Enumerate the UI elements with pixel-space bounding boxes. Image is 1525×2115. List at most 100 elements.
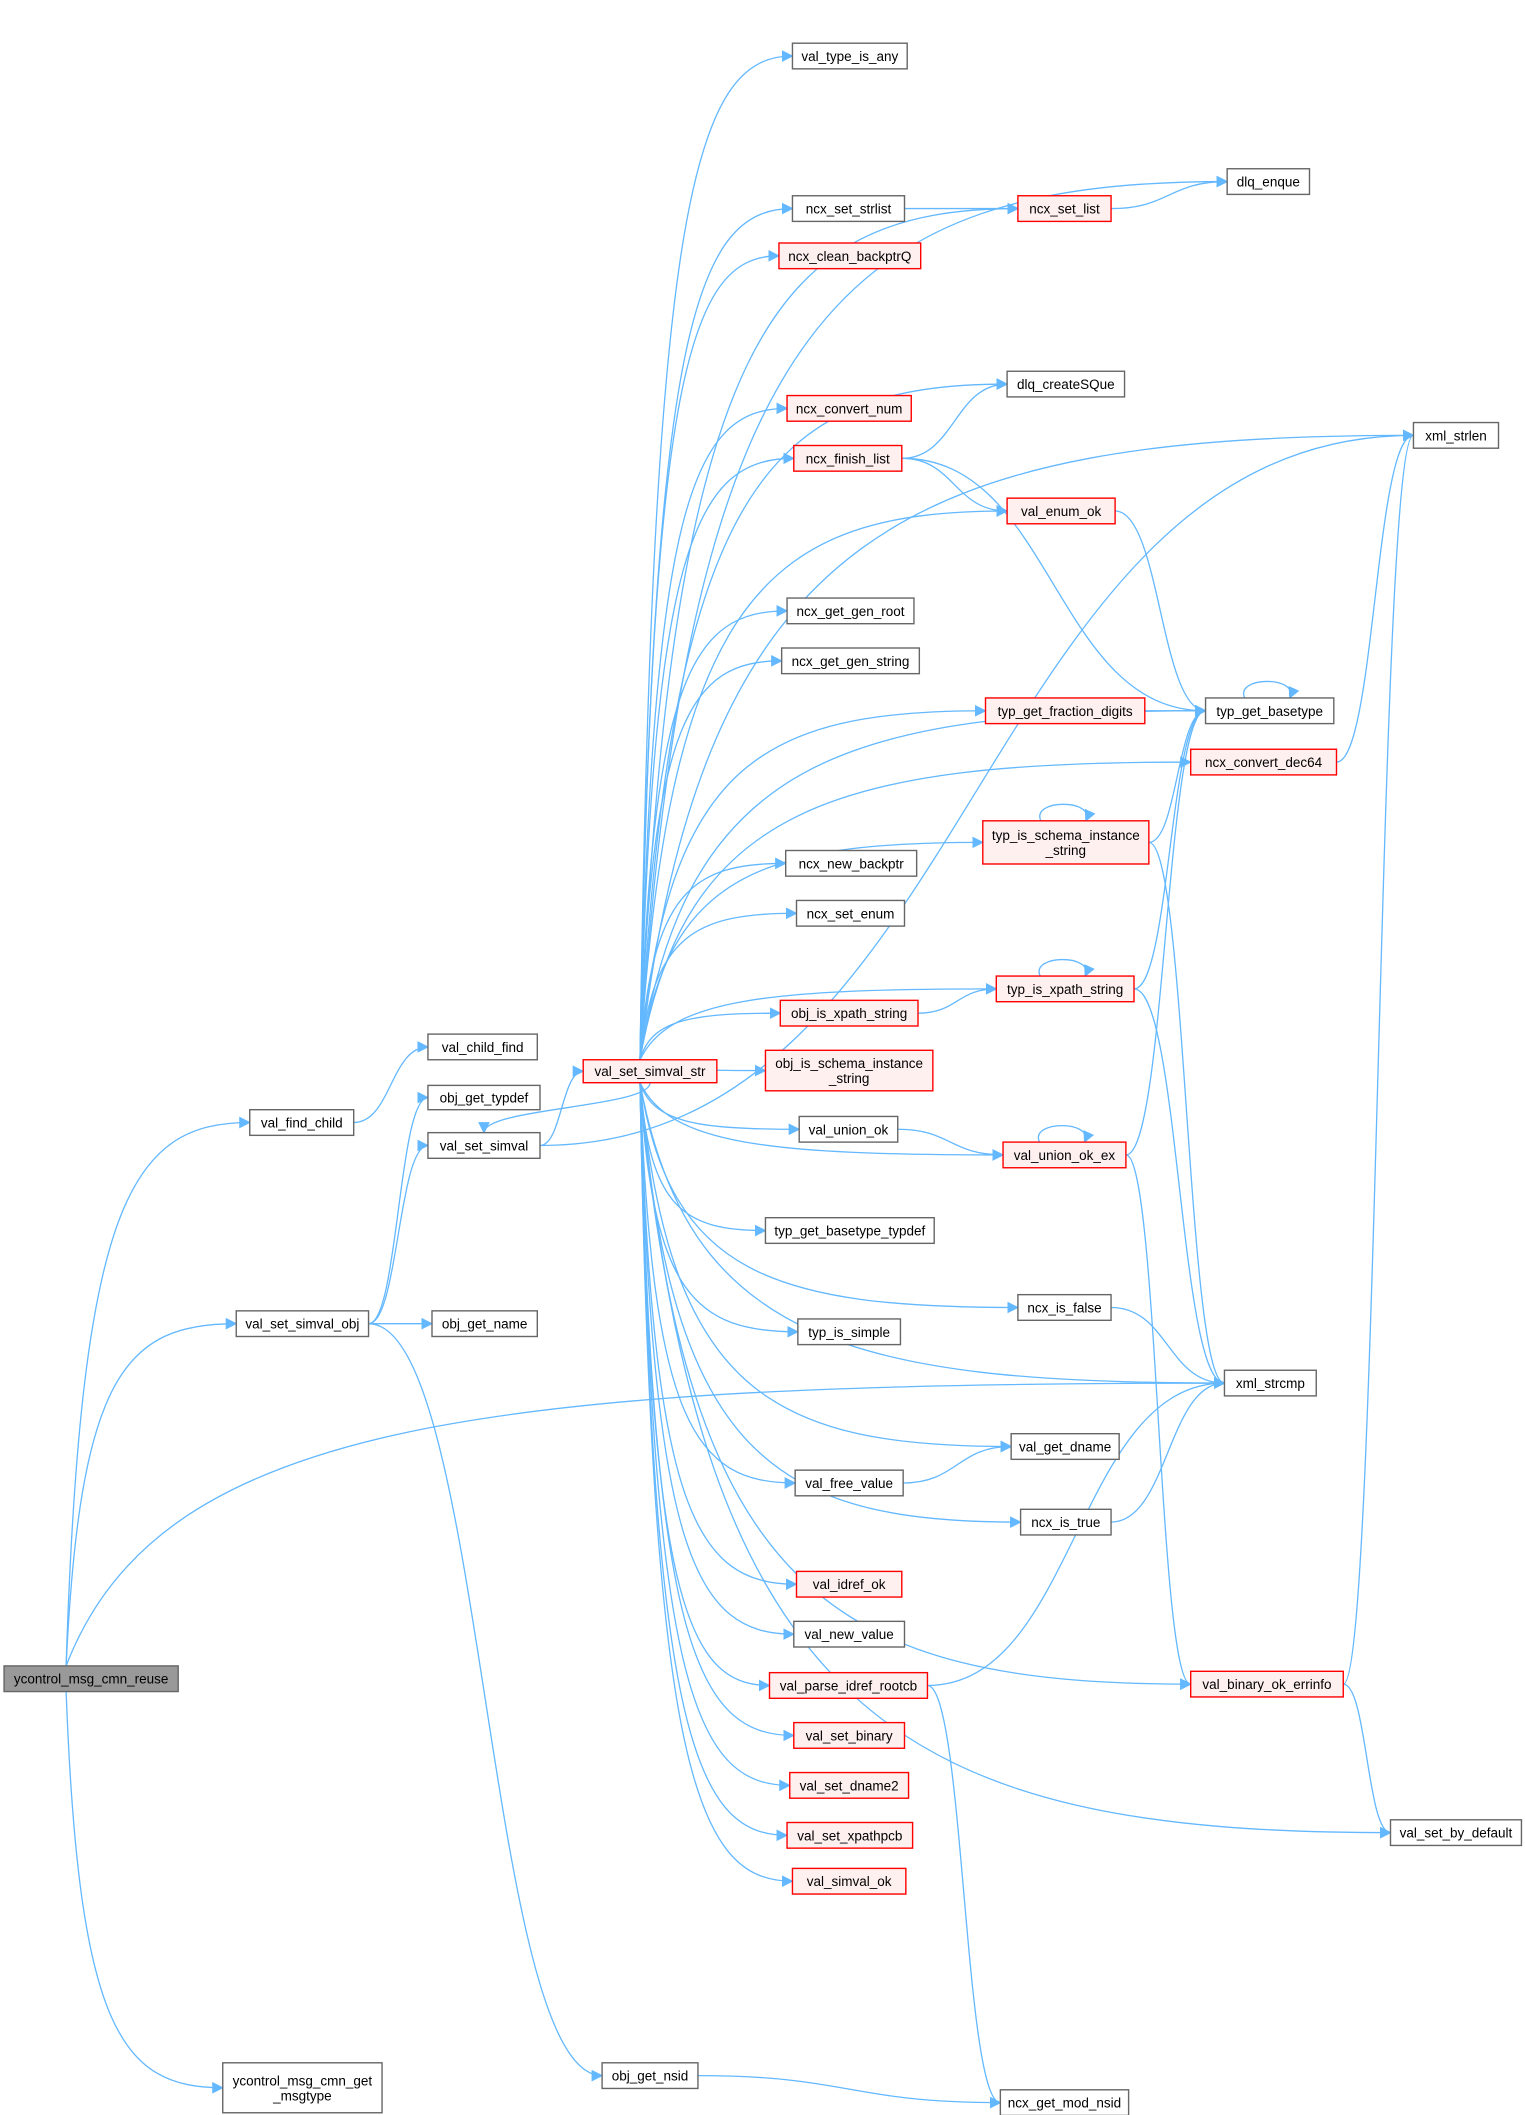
node-ncx-convert-dec64[interactable]: ncx_convert_dec64 [1189,748,1338,776]
node-label: ncx_clean_backptrQ [788,249,911,264]
node-ncx-set-strlist[interactable]: ncx_set_strlist [791,195,906,223]
node-label: val_binary_ok_errinfo [1202,1677,1331,1692]
call-edge [639,1082,1005,1161]
node-box [984,697,1146,725]
node-val-set-simval-obj[interactable]: val_set_simval_obj [235,1310,370,1338]
node-typ-is-xpath-string[interactable]: typ_is_xpath_string [995,975,1135,1003]
node-val-free-value[interactable]: val_free_value [794,1469,904,1497]
node-label: obj_get_name [442,1317,528,1332]
node-box [982,820,1150,865]
node-val-child-find[interactable]: val_child_find [427,1033,539,1061]
node-ncx-set-list[interactable]: ncx_set_list [1017,195,1112,223]
node-dlq-createSQue[interactable]: dlq_createSQue [1006,370,1126,398]
node-box [797,1318,902,1346]
call-edge [639,452,795,1060]
node-label: ycontrol_msg_cmn_reuse [14,1672,169,1687]
node-val-binary-ok-errinfo[interactable]: val_binary_ok_errinfo [1189,1670,1344,1698]
node-typ-is-schema-instance-string[interactable]: typ_is_schema_instance_string [982,820,1150,865]
node-ncx-finish-list[interactable]: ncx_finish_list [793,444,903,472]
node-obj-get-nsid[interactable]: obj_get_nsid [601,2062,699,2090]
node-label: ncx_convert_num [796,401,903,416]
node-ncx-get-mod-nsid[interactable]: ncx_get_mod_nsid [999,2089,1130,2115]
node-val-new-value[interactable]: val_new_value [793,1620,906,1648]
node-box [791,195,906,223]
node-label: obj_is_xpath_string [791,1006,907,1021]
node-typ-get-fraction-digits[interactable]: typ_get_fraction_digits [984,697,1146,725]
node-box [780,647,921,675]
node-box [3,1665,179,1693]
node-label: ncx_is_false [1027,1300,1101,1315]
node-ncx-set-enum[interactable]: ncx_set_enum [795,899,906,927]
node-label: ncx_set_enum [807,906,895,921]
node-msgtype[interactable]: ycontrol_msg_cmn_get_msgtype [222,2062,383,2114]
call-edge [1343,1683,1392,1839]
node-val-parse-idref-rootcb[interactable]: val_parse_idref_rootcb [768,1671,929,1700]
node-typ-get-basetype-typdef[interactable]: typ_get_basetype_typdef [764,1216,935,1245]
node-val-find-child[interactable]: val_find_child [249,1108,355,1137]
node-val-get-dname[interactable]: val_get_dname [1010,1432,1120,1461]
call-edge [901,378,1009,459]
node-box [235,1310,370,1338]
node-val-type-is-any[interactable]: val_type_is_any [791,42,908,70]
node-box [764,1049,934,1092]
node-label: xml_strcmp [1236,1376,1305,1391]
node-box [1010,1432,1120,1461]
call-edge [1133,705,1207,990]
node-ncx-is-true[interactable]: ncx_is_true [1019,1508,1112,1536]
node-typ-is-simple[interactable]: typ_is_simple [797,1318,902,1346]
node-ncx-clean-backptrQ[interactable]: ncx_clean_backptrQ [778,242,922,270]
node-root[interactable]: ycontrol_msg_cmn_reuse [3,1665,179,1693]
node-box [779,999,919,1027]
call-edge [639,1082,1013,1453]
node-ncx-convert-num[interactable]: ncx_convert_num [786,394,912,422]
call-edge [65,1116,251,1666]
call-edge [65,1317,238,1666]
call-edge [903,1440,1013,1484]
node-val-union-ok-ex[interactable]: val_union_ok_ex [1002,1141,1127,1169]
call-edge [539,429,1415,1147]
node-obj-is-schema-instance-string[interactable]: obj_is_schema_instance_string [764,1049,934,1092]
node-label: val_union_ok [809,1122,889,1137]
node-label: ncx_new_backptr [799,856,905,871]
node-label: obj_is_schema_instance [775,1056,923,1071]
node-obj-is-xpath-string[interactable]: obj_is_xpath_string [779,999,919,1027]
node-val-union-ok[interactable]: val_union_ok [798,1115,899,1143]
node-val-set-simval[interactable]: val_set_simval [427,1131,541,1160]
call-edge [697,2074,1002,2109]
call-edge [1125,1154,1192,1690]
node-box [995,975,1135,1003]
node-val-enum-ok[interactable]: val_enum_ok [1006,497,1116,525]
node-typ-get-basetype[interactable]: typ_get_basetype [1204,697,1335,725]
node-xml-strcmp[interactable]: xml_strcmp [1223,1369,1317,1397]
call-edge [1148,841,1226,1389]
node-val-set-simval-str[interactable]: val_set_simval_str [582,1059,718,1084]
node-obj-get-name[interactable]: obj_get_name [431,1310,539,1338]
node-label: ncx_convert_dec64 [1205,755,1323,770]
node-dlq-enque[interactable]: dlq_enque [1226,168,1311,196]
call-edge [639,402,789,1060]
node-ncx-new-backptr[interactable]: ncx_new_backptr [785,849,918,877]
node-val-set-dname2[interactable]: val_set_dname2 [789,1771,910,1799]
call-edge [639,1082,801,1136]
node-label: val_set_by_default [1400,1826,1513,1841]
node-ncx-get-gen-root[interactable]: ncx_get_gen_root [786,597,915,625]
node-label: typ_is_simple [808,1325,890,1340]
call-edge [65,1377,1226,1667]
node-box [1017,1293,1112,1322]
node-val-simval-ok[interactable]: val_simval_ok [791,1867,907,1895]
node-box [793,1620,906,1648]
call-edge [901,457,1009,517]
node-obj-get-typdef[interactable]: obj_get_typdef [427,1084,541,1111]
node-val-idref-ok[interactable]: val_idref_ok [795,1570,903,1598]
node-val-set-by-default[interactable]: val_set_by_default [1389,1819,1523,1847]
node-val-set-xpathpcb[interactable]: val_set_xpathpcb [786,1821,914,1849]
call-edge [639,505,1009,1060]
node-box [795,899,906,927]
node-val-set-binary[interactable]: val_set_binary [793,1721,906,1749]
node-ncx-is-false[interactable]: ncx_is_false [1017,1293,1112,1322]
node-box [1226,168,1311,196]
node-box [786,597,915,625]
node-ncx-get-gen-string[interactable]: ncx_get_gen_string [780,647,921,675]
node-label: val_get_dname [1019,1440,1111,1455]
node-xml-strlen[interactable]: xml_strlen [1412,421,1500,449]
